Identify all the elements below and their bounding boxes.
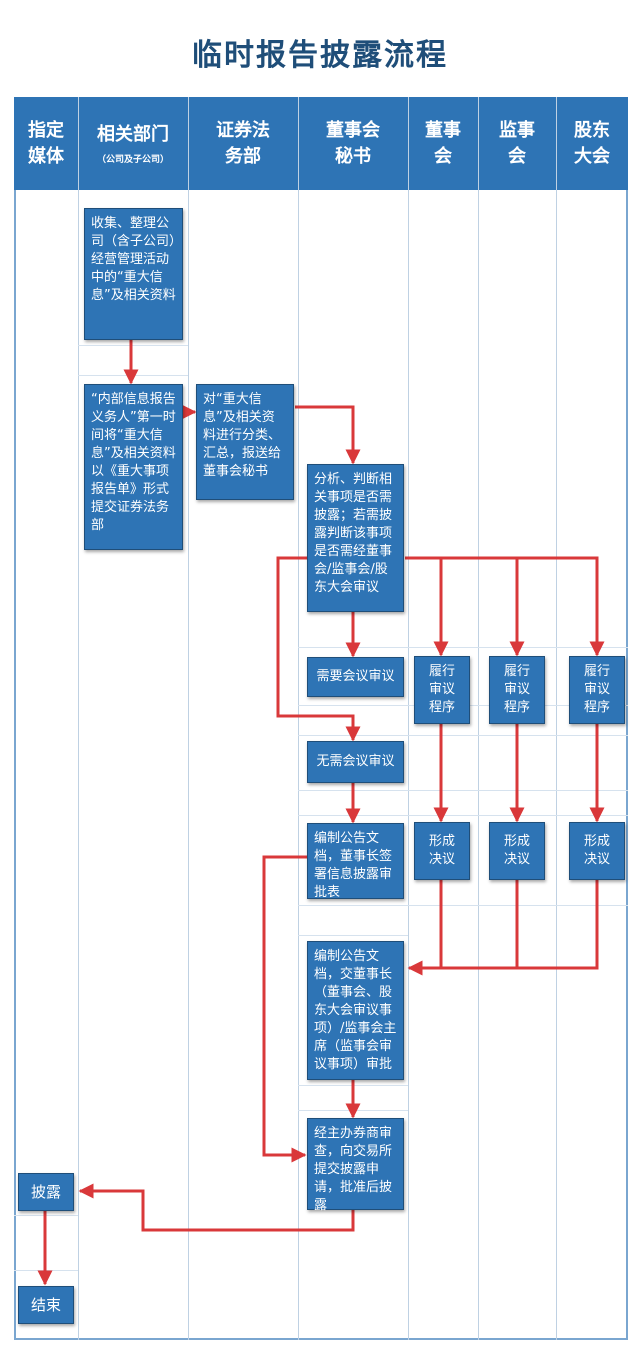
arrow-analyze-to-board — [405, 556, 449, 657]
arrow-broker-to-disclose — [78, 1183, 355, 1232]
step-supervisory-resolution: 形成 决议 — [489, 822, 545, 880]
page-title: 临时报告披露流程 — [192, 38, 448, 73]
lane-header-securities-legal: 证券法 务部 — [216, 119, 270, 167]
arrow-classify-to-analyze — [295, 405, 361, 465]
row-divider — [298, 935, 408, 936]
lane-header-board: 董事 会 — [425, 119, 461, 167]
step-collect-info: 收集、整理公司（含子公司）经营管理活动中的“重大信息”及相关资料 — [84, 208, 183, 340]
arrow-board-res-to-draft — [407, 880, 443, 976]
row-divider — [298, 815, 628, 816]
lane-header-supervisory: 监事 会 — [499, 119, 535, 167]
row-divider — [298, 790, 628, 791]
step-board-review-procedure: 履行 审议 程序 — [414, 656, 470, 724]
arrow-share-res-to-draft — [517, 880, 599, 970]
step-supervisory-review-procedure: 履行 审议 程序 — [489, 656, 545, 724]
step-draft-chairman-sign: 编制公告文档，董事长签署信息披露审批表 — [307, 823, 404, 900]
step-internal-report: “内部信息报告义务人”第一时间将“重大信息”及相关资料以《重大事项报告单》形式提… — [84, 384, 183, 550]
step-analyze-judge: 分析、判断相关事项是否需披露；若需披露判断该事项是否需经董事会/监事会/股东大会… — [307, 464, 404, 612]
row-divider — [298, 647, 628, 648]
step-no-review: 无需会议审议 — [307, 741, 404, 783]
swimlane-header — [14, 97, 628, 190]
arrow-sup-res-to-draft — [441, 880, 519, 970]
lane-divider — [478, 97, 479, 1340]
lane-divider — [408, 97, 409, 1340]
arrow-analyze-to-supervisory — [441, 556, 525, 657]
arrow-analyze-to-no-review — [276, 556, 361, 742]
lane-divider — [78, 97, 79, 1340]
lane-header-departments: 相关部门（公司及子公司） — [96, 123, 169, 165]
lane-header-shareholders: 股东 大会 — [574, 119, 610, 167]
lane-header-board-secretary: 董事会 秘书 — [326, 119, 380, 167]
row-divider — [298, 735, 628, 736]
lane-header-departments-sub: （公司及子公司） — [96, 154, 169, 165]
step-board-resolution: 形成 决议 — [414, 822, 470, 880]
step-draft-approval: 编制公告文档，交董事长（董事会、股东大会审议事项）/监事会主席（监事会审议事项）… — [307, 941, 404, 1080]
step-end: 结束 — [18, 1286, 74, 1324]
step-need-review: 需要会议审议 — [307, 657, 404, 697]
arrow-draft-chair-to-broker — [262, 855, 307, 1163]
row-divider — [78, 345, 188, 346]
arrow-analyze-to-shareholders — [517, 556, 605, 657]
step-shareholders-review-procedure: 履行 审议 程序 — [569, 656, 625, 724]
step-classify-summarize: 对“重大信息”及相关资料进行分类、汇总，报送给董事会秘书 — [196, 384, 294, 500]
row-divider — [298, 905, 628, 906]
lane-divider — [188, 97, 189, 1340]
step-broker-review: 经主办券商审查，向交易所提交披露申请，批准后披露 — [307, 1118, 404, 1213]
lane-header-media: 指定 媒体 — [28, 119, 64, 167]
step-disclose: 披露 — [18, 1173, 74, 1211]
lane-divider — [556, 97, 557, 1340]
step-shareholders-resolution: 形成 决议 — [569, 822, 625, 880]
lane-divider — [298, 97, 299, 1340]
